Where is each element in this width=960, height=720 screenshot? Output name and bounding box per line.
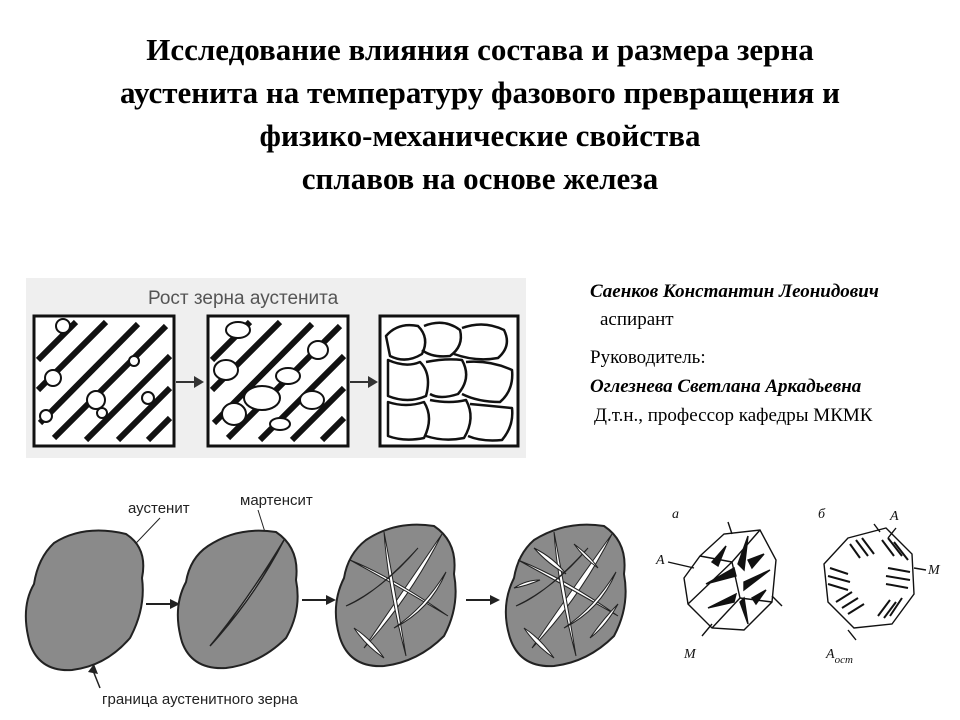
supervisor-name: Оглезнева Светлана Аркадьевна (590, 376, 862, 397)
label-b: б (818, 507, 826, 522)
crystal-figure: а б А М (655, 507, 941, 666)
austenite-grain-3 (334, 523, 457, 668)
arrow-icon (350, 376, 378, 388)
label-Aost-sub: ост (835, 654, 853, 666)
martensite-figure: аустенит мартенсит (24, 492, 627, 708)
arrow-icon (176, 376, 204, 388)
grain-growth-figure: Рост зерна аустенита (26, 278, 526, 458)
label-M-left: М (683, 647, 697, 662)
label-Aost-main: А (825, 647, 835, 662)
crystal-b (823, 523, 927, 641)
grain-panel-initial (32, 314, 176, 448)
title-line-3: физико-механические свойства (259, 118, 701, 153)
label-martensite: мартенсит (240, 492, 313, 509)
label-Aost: Аост (825, 647, 853, 666)
label-austenite: аустенит (128, 500, 190, 517)
author-name: Саенков Константин Леонидович (590, 281, 879, 302)
label-A-left: А (655, 553, 665, 568)
martensite-plate (209, 539, 285, 647)
supervisor-label: Руководитель: (590, 347, 706, 368)
arrow-icon (466, 595, 500, 605)
label-M-right: М (927, 563, 941, 578)
grain-growth-title: Рост зерна аустенита (148, 288, 339, 309)
arrow-icon (146, 599, 180, 609)
arrow-icon (302, 595, 336, 605)
austenite-grain-1 (24, 529, 145, 672)
author-role: аспирант (600, 309, 674, 330)
title-line-1: Исследование влияния состава и размера з… (146, 32, 814, 67)
label-A-right: А (889, 509, 899, 524)
austenite-grain-2 (176, 529, 299, 670)
slide-title: Исследование влияния состава и размера з… (20, 28, 940, 200)
grain-panel-final (378, 314, 520, 448)
supervisor-role: Д.т.н., профессор кафедры МКМК (594, 405, 873, 426)
title-line-2: аустенита на температуру фазового превра… (120, 75, 840, 110)
grain-panel-growth (206, 314, 350, 448)
label-a: а (672, 507, 679, 522)
austenite-grain-4 (504, 523, 627, 668)
label-grain-boundary: граница аустенитного зерна (102, 691, 298, 708)
crystal-a (667, 521, 783, 637)
title-line-4: сплавов на основе железа (301, 161, 659, 196)
